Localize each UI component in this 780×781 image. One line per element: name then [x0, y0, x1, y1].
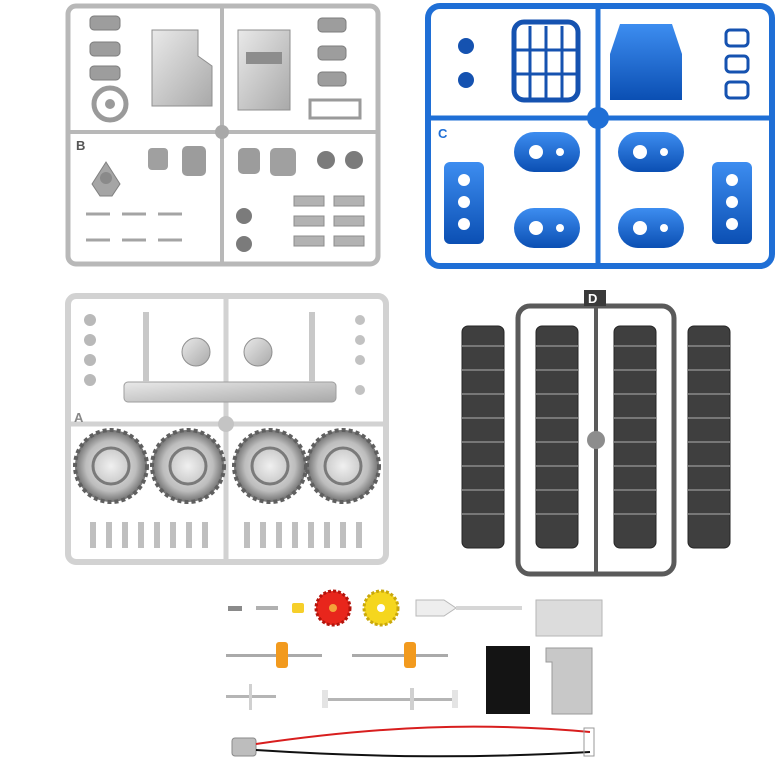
- screw: [228, 606, 242, 611]
- red-wire: [255, 725, 591, 745]
- sprue-b: B: [65, 3, 381, 267]
- sprue-d: D: [461, 290, 731, 577]
- sprue-b-letter: B: [76, 138, 85, 153]
- gear-shaft-left: [226, 654, 322, 657]
- black-wire: [255, 749, 591, 758]
- loose-parts: [226, 589, 603, 758]
- long-axle: [322, 698, 458, 701]
- orange-gear-right: [404, 642, 416, 668]
- sprue-c: C: [425, 3, 775, 269]
- sprue-c-letter: C: [438, 126, 448, 141]
- motor: [231, 737, 257, 757]
- wheel-group: [73, 428, 381, 504]
- gear-shaft-right: [352, 654, 448, 657]
- black-plate: [486, 646, 530, 714]
- yellow-bushing: [292, 603, 304, 613]
- orange-gear-left: [276, 642, 288, 668]
- small-pin: [256, 606, 278, 610]
- worm-gear: [415, 599, 457, 617]
- sprue-a-letter: A: [74, 410, 84, 425]
- track-chain-group: [461, 325, 731, 549]
- sprue-d-letter: D: [588, 291, 597, 306]
- metal-bracket: [545, 647, 593, 715]
- sprue-a: A: [65, 293, 389, 565]
- metal-plate: [535, 599, 603, 637]
